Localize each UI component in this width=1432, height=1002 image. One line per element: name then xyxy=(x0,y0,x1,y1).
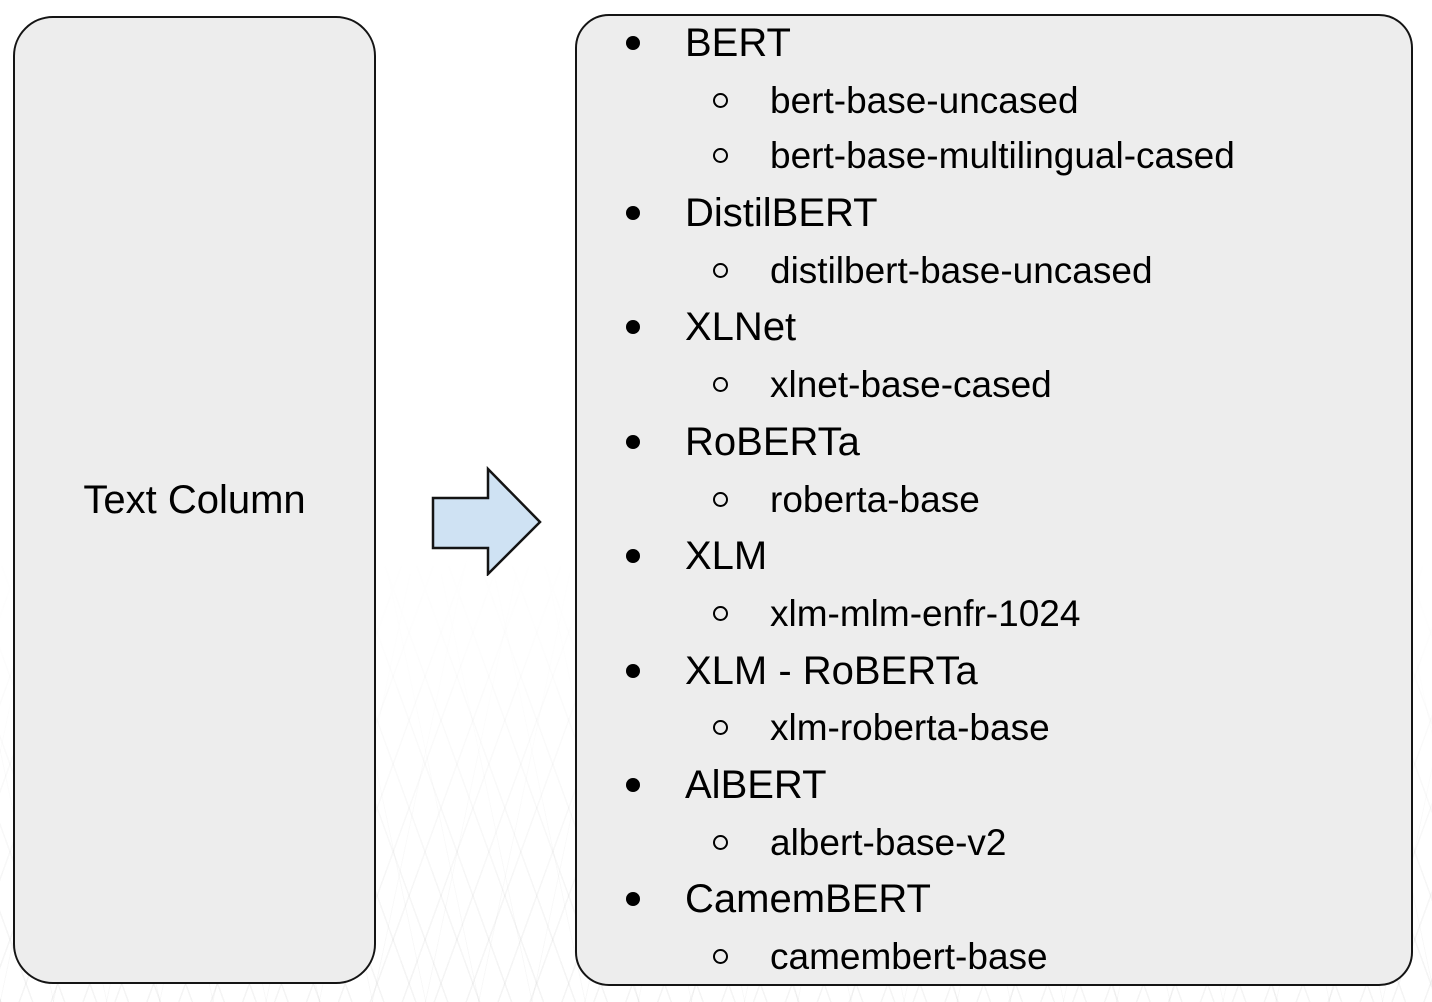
bullet-filled-icon xyxy=(626,663,640,678)
model-name-item: albert-base-v2 xyxy=(577,820,1411,865)
bullet-filled-icon xyxy=(626,36,640,50)
model-name-item: xlm-roberta-base xyxy=(577,705,1411,750)
model-name-label: albert-base-v2 xyxy=(770,821,1007,863)
model-name-label: xlm-mlm-enfr-1024 xyxy=(770,592,1081,634)
bullet-filled-icon xyxy=(626,777,640,792)
model-name-label: camembert-base xyxy=(770,936,1048,977)
model-family-label: CamemBERT xyxy=(685,877,931,922)
model-name-item: xlnet-base-cased xyxy=(577,362,1411,407)
bullet-filled-icon xyxy=(626,206,640,221)
model-family-item: XLM xyxy=(577,532,1411,580)
bullet-open-icon xyxy=(713,491,728,507)
model-name-item: bert-base-multilingual-cased xyxy=(577,133,1411,178)
model-family-label: XLM - RoBERTa xyxy=(685,648,978,693)
model-family-item: BERT xyxy=(577,19,1411,67)
model-name-item: distilbert-base-uncased xyxy=(577,248,1411,293)
model-family-item: DistilBERT xyxy=(577,189,1411,237)
model-family-item: AlBERT xyxy=(577,761,1411,809)
model-name-label: distilbert-base-uncased xyxy=(770,249,1153,291)
model-family-item: RoBERTa xyxy=(577,418,1411,466)
model-name-label: bert-base-uncased xyxy=(770,79,1079,121)
model-family-label: DistilBERT xyxy=(685,191,878,236)
bullet-open-icon xyxy=(713,605,728,621)
bullet-filled-icon xyxy=(626,549,640,564)
model-family-item: CamemBERT xyxy=(577,875,1411,923)
model-name-item: xlm-mlm-enfr-1024 xyxy=(577,591,1411,636)
model-name-label: xlnet-base-cased xyxy=(770,364,1052,406)
model-name-item: bert-base-uncased xyxy=(577,78,1411,123)
bullet-filled-icon xyxy=(626,892,640,907)
model-family-label: XLNet xyxy=(685,305,797,350)
bullet-open-icon xyxy=(713,377,728,393)
model-family-label: XLM xyxy=(685,534,768,579)
model-name-item: camembert-base xyxy=(577,934,1411,979)
model-list-box: BERT bert-base-uncased bert-base-multili… xyxy=(575,14,1413,986)
model-family-label: AlBERT xyxy=(685,762,827,807)
text-column-label: Text Column xyxy=(83,478,306,522)
model-family-item: XLM - RoBERTa xyxy=(577,647,1411,695)
model-name-label: bert-base-multilingual-cased xyxy=(770,135,1235,177)
right-arrow-svg xyxy=(431,465,542,578)
bullet-open-icon xyxy=(713,720,728,736)
bullet-open-icon xyxy=(713,148,728,164)
text-column-box: Text Column xyxy=(13,16,376,984)
model-family-label: RoBERTa xyxy=(685,419,860,464)
right-arrow-icon xyxy=(430,465,544,578)
bullet-filled-icon xyxy=(626,434,640,449)
bullet-filled-icon xyxy=(626,320,640,335)
model-name-label: xlm-roberta-base xyxy=(770,707,1050,749)
model-name-item: roberta-base xyxy=(577,477,1411,522)
model-family-label: BERT xyxy=(685,21,791,65)
bullet-open-icon xyxy=(713,949,728,964)
model-list: BERT bert-base-uncased bert-base-multili… xyxy=(577,16,1411,984)
bullet-open-icon xyxy=(713,834,728,850)
model-name-label: roberta-base xyxy=(770,478,980,520)
model-family-item: XLNet xyxy=(577,303,1411,351)
bullet-open-icon xyxy=(713,92,728,108)
bullet-open-icon xyxy=(713,262,728,278)
